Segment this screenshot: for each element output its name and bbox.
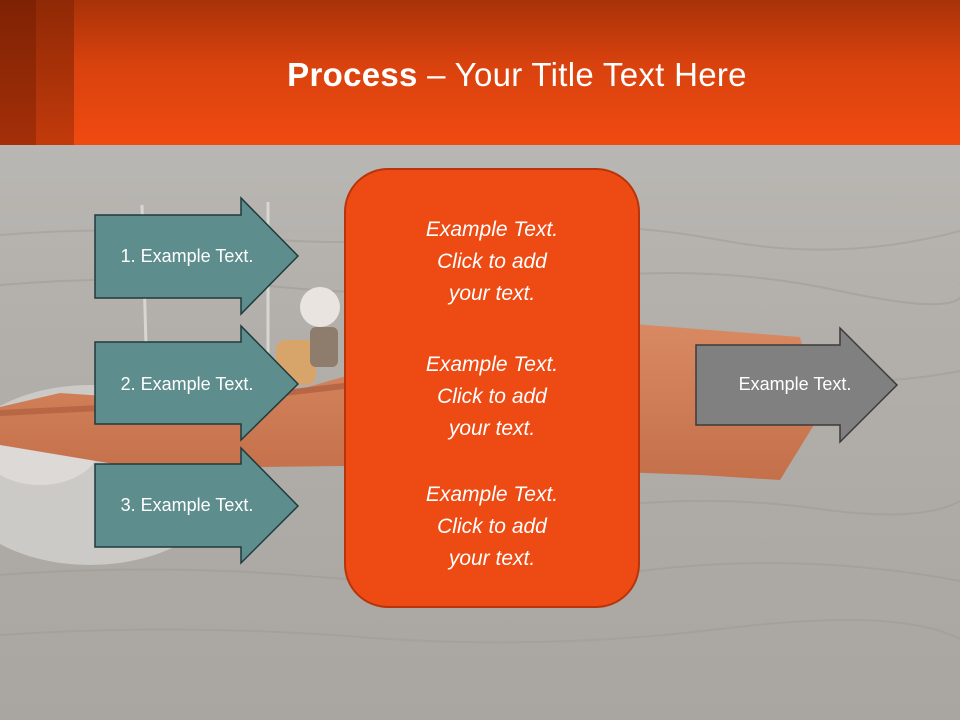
result-label: Example Text. [738, 374, 852, 394]
title-banner [0, 0, 960, 145]
step-2-label: 2. Example Text. [120, 374, 254, 394]
step-3-label: 3. Example Text. [120, 495, 254, 515]
slide-title[interactable]: Process – Your Title Text Here [74, 52, 960, 102]
center-paragraph-3: Example Text. Click to add your text. [425, 483, 559, 570]
center-paragraph-1: Example Text. Click to add your text. [425, 218, 559, 305]
step-1-label: 1. Example Text. [120, 246, 254, 266]
step-1-arrow[interactable] [94, 196, 300, 316]
title-bold: Process [287, 56, 418, 93]
center-text-box[interactable]: Example Text. Click to add your text. Ex… [344, 168, 640, 608]
banner-stripe [36, 0, 74, 145]
title-rest: – Your Title Text Here [417, 56, 747, 93]
step-2-arrow[interactable] [94, 324, 300, 442]
banner-stripe [0, 0, 36, 145]
result-arrow[interactable] [695, 326, 899, 444]
center-paragraph-2: Example Text. Click to add your text. [425, 353, 559, 440]
step-3-arrow[interactable] [94, 446, 300, 565]
